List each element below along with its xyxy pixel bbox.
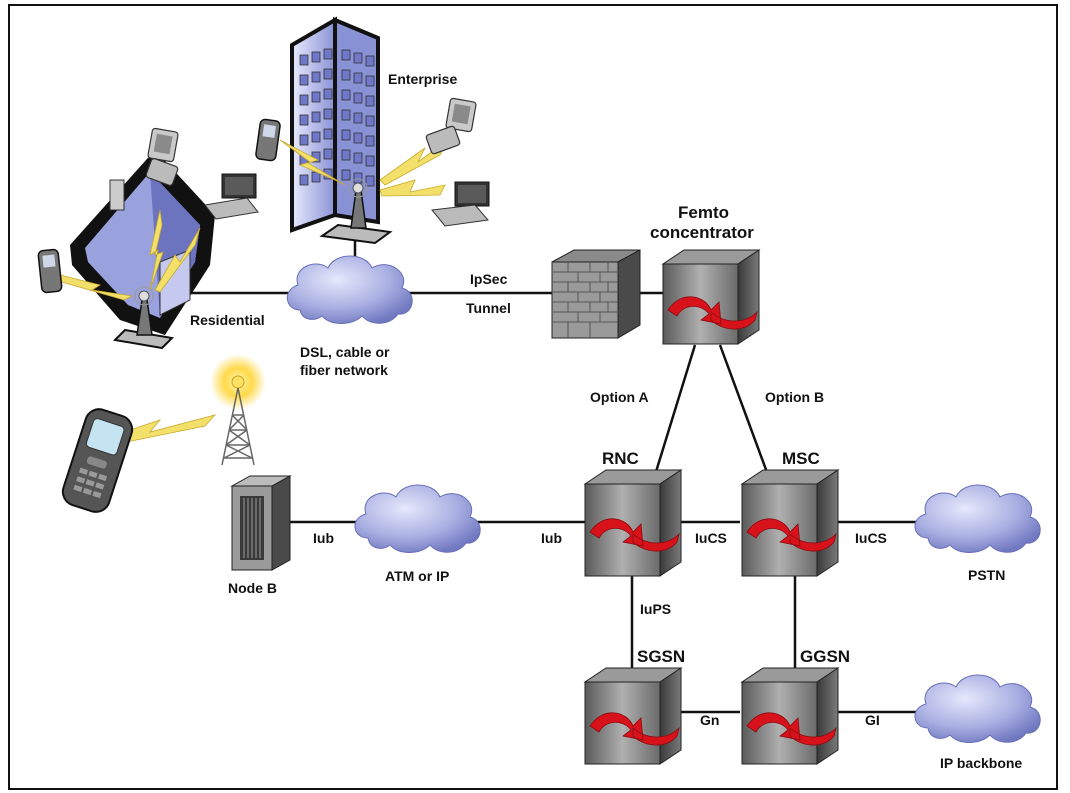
rnc-server xyxy=(583,469,683,577)
sgsn-label: SGSN xyxy=(637,647,685,666)
flip-phone-icon xyxy=(425,97,477,155)
diagram-labels: Enterprise Residential DSL, cable or fib… xyxy=(190,71,1022,771)
bolt-icon xyxy=(379,179,446,197)
link-femto-rnc xyxy=(653,344,697,476)
rnc-label: RNC xyxy=(602,449,639,468)
phone-icon xyxy=(37,248,63,294)
ggsn-server xyxy=(740,667,840,765)
atm-ip-label: ATM or IP xyxy=(385,568,449,584)
gi-label: GI xyxy=(865,712,880,728)
dsl-label-line1: DSL, cable or xyxy=(300,344,390,360)
iucs-right-label: IuCS xyxy=(855,530,887,546)
node-b-server-icon xyxy=(230,475,292,571)
mobile-phone-icon xyxy=(61,408,134,513)
option-b-label: Option B xyxy=(765,389,824,405)
pstn-label: PSTN xyxy=(968,567,1005,583)
msc-label: MSC xyxy=(782,449,820,468)
ipsec-label: IpSec xyxy=(470,271,508,287)
red-arrow-icon xyxy=(746,518,837,552)
diagram-frame xyxy=(8,4,1058,790)
atm-cloud-icon xyxy=(354,484,481,553)
connection-lines xyxy=(180,240,925,714)
phone-icon xyxy=(255,118,281,162)
iub-right-label: Iub xyxy=(541,530,562,546)
femto-label-line2: concentrator xyxy=(650,223,754,242)
bolt-icon xyxy=(149,209,164,291)
red-arrow-icon xyxy=(589,712,680,746)
red-arrow-icon xyxy=(746,712,837,746)
red-arrow-icon xyxy=(589,518,680,552)
enterprise-antenna-icon xyxy=(348,178,368,229)
ip-backbone-label: IP backbone xyxy=(940,755,1022,771)
gn-label: Gn xyxy=(700,712,719,728)
dsl-cloud-icon xyxy=(286,255,413,324)
femto-label-line1: Femto xyxy=(678,203,729,222)
tunnel-label: Tunnel xyxy=(466,300,511,316)
cell-tower-icon xyxy=(210,354,266,466)
femto-concentrator-server xyxy=(661,249,761,345)
link-femto-msc xyxy=(718,344,770,476)
sgsn-server xyxy=(583,667,683,765)
iub-left-label: Iub xyxy=(313,530,334,546)
iucs-left-label: IuCS xyxy=(695,530,727,546)
dsl-label-line2: fiber network xyxy=(300,362,388,378)
laptop-icon xyxy=(204,173,259,220)
firewall-icon xyxy=(551,249,641,339)
bolt-icon xyxy=(59,274,134,301)
residential-label: Residential xyxy=(190,312,265,328)
flip-phone-icon xyxy=(145,127,179,186)
residential-antenna-icon xyxy=(134,286,154,336)
red-arrow-icon xyxy=(667,296,758,330)
node-b-label: Node B xyxy=(228,580,277,596)
option-a-label: Option A xyxy=(590,389,649,405)
ggsn-label: GGSN xyxy=(800,647,850,666)
pstn-cloud-icon xyxy=(914,484,1041,553)
laptop-icon xyxy=(431,181,490,227)
enterprise-label: Enterprise xyxy=(388,71,457,87)
bolt-icon xyxy=(154,227,201,293)
ip-backbone-cloud-icon xyxy=(914,674,1041,743)
msc-server xyxy=(740,469,840,577)
bolt-icon xyxy=(279,139,346,186)
iups-label: IuPS xyxy=(640,601,671,617)
enterprise-building xyxy=(290,16,393,245)
